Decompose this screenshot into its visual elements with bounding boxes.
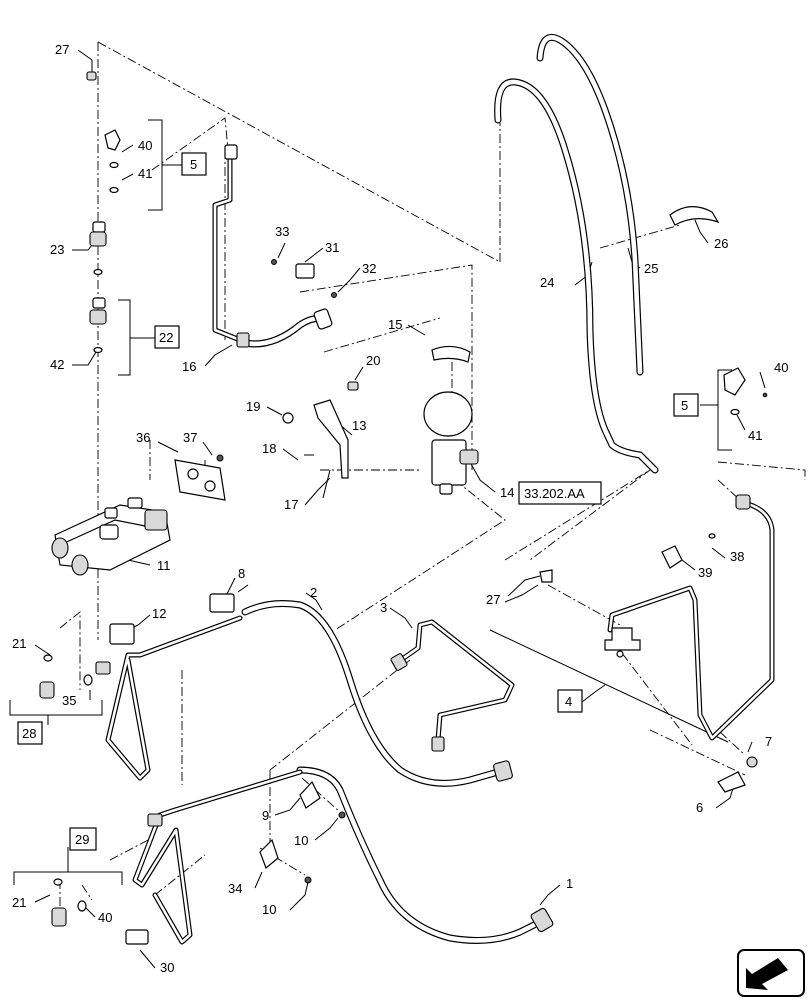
- label-4: 4: [565, 694, 572, 709]
- label-10-lower: 10: [262, 902, 276, 917]
- callout-box-4: [557, 689, 583, 713]
- tube-28-assembly: [95, 615, 243, 781]
- valve-stack: [86, 71, 121, 354]
- label-17: 17: [284, 497, 298, 512]
- label-19: 19: [246, 399, 260, 414]
- hose-24: [494, 78, 659, 474]
- fitting-27-right: [539, 569, 553, 583]
- label-41-right: 41: [748, 428, 762, 443]
- fittings-38-39: [661, 533, 716, 569]
- label-32: 32: [362, 261, 376, 276]
- callout-box-5-left: [181, 152, 207, 176]
- label-11: 11: [157, 558, 171, 573]
- tube-3: [390, 619, 515, 752]
- accumulator-14: [423, 345, 479, 495]
- fitting-5-right: [723, 367, 768, 416]
- hose-2: [241, 600, 513, 787]
- label-24: 24: [540, 275, 554, 290]
- label-9: 9: [262, 808, 269, 823]
- label-23: 23: [50, 242, 64, 257]
- bracket-13-parts: [282, 381, 359, 499]
- label-34: 34: [228, 881, 242, 896]
- label-31: 31: [325, 240, 339, 255]
- clamp-8: [209, 593, 235, 613]
- clamp-31: [271, 259, 337, 298]
- label-22: 22: [159, 330, 173, 345]
- label-27: 27: [55, 42, 69, 57]
- label-8: 8: [238, 566, 245, 581]
- phantom-lines: [59, 41, 806, 910]
- label-40-right: 40: [774, 360, 788, 375]
- label-20: 20: [366, 353, 380, 368]
- label-25: 25: [644, 261, 658, 276]
- label-1: 1: [566, 876, 573, 891]
- callout-box-28: [17, 721, 43, 745]
- clamp-6-7: [717, 756, 758, 793]
- tube-29-assembly: [132, 769, 303, 945]
- label-21: 21: [12, 636, 26, 651]
- reference-boxes: [17, 152, 699, 851]
- label-35: 35: [62, 693, 76, 708]
- valve-11: [51, 497, 171, 576]
- brackets-9-34: [259, 780, 346, 884]
- label-5: 5: [190, 157, 197, 172]
- clamp-12: [109, 623, 135, 645]
- label-26: 26: [714, 236, 728, 251]
- callout-box-14-ref: [518, 481, 602, 505]
- label-37: 37: [183, 430, 197, 445]
- label-21-lower: 21: [12, 895, 26, 910]
- label-6: 6: [696, 800, 703, 815]
- label-14: 14: [500, 485, 514, 500]
- clamp-26: [669, 206, 720, 226]
- label-2: 2: [310, 585, 317, 600]
- label-30: 30: [160, 960, 174, 975]
- label-3: 3: [380, 600, 387, 615]
- tube-4: [604, 494, 775, 741]
- label-39: 39: [698, 565, 712, 580]
- label-18: 18: [262, 441, 276, 456]
- label-40: 40: [138, 138, 152, 153]
- label-16: 16: [182, 359, 196, 374]
- leader-lines: [9, 49, 766, 969]
- gasket-36: [174, 454, 226, 501]
- label-10: 10: [294, 833, 308, 848]
- label-13: 13: [352, 418, 366, 433]
- label-41: 41: [138, 166, 152, 181]
- page-arrow-icon[interactable]: [737, 949, 805, 997]
- fitting-21-40-lower: [51, 878, 87, 927]
- label-12: 12: [152, 606, 166, 621]
- hose-25: [536, 33, 644, 376]
- callout-labels: 27 40 5 41 23 22 42 36 37 11 12 8 21 35 …: [12, 42, 788, 975]
- label-40-lower: 40: [98, 910, 112, 925]
- label-27-right: 27: [486, 592, 500, 607]
- label-36: 36: [136, 430, 150, 445]
- callout-box-29: [69, 827, 97, 851]
- label-42: 42: [50, 357, 64, 372]
- label-15: 15: [388, 317, 402, 332]
- fitting-21-35-left: [39, 654, 93, 699]
- reference-33-202-aa: 33.202.AA: [524, 486, 585, 501]
- callout-box-5-right: [673, 393, 699, 417]
- label-38: 38: [730, 549, 744, 564]
- clamp-30: [125, 929, 149, 945]
- label-33: 33: [275, 224, 289, 239]
- label-28: 28: [22, 726, 36, 741]
- label-7: 7: [765, 734, 772, 749]
- label-5-right: 5: [681, 398, 688, 413]
- tube-16: [212, 144, 333, 348]
- callout-box-22: [154, 325, 180, 349]
- label-29: 29: [75, 832, 89, 847]
- hose-1: [296, 766, 554, 944]
